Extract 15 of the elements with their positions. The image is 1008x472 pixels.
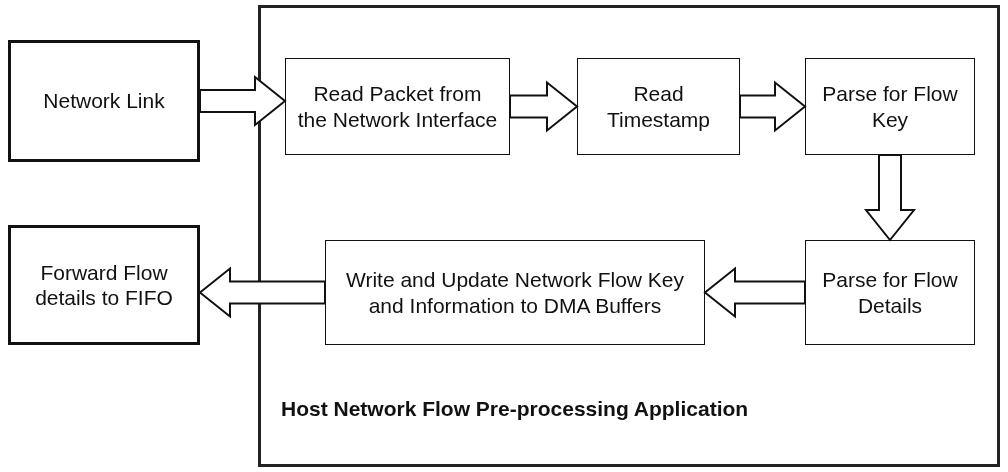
process-box: Read Packet from the Network Interface: [285, 58, 510, 155]
process-box: Parse for Flow Key: [805, 58, 975, 155]
block-arrow: [509, 80, 579, 133]
process-box: Network Link: [8, 40, 200, 162]
application-container: [258, 5, 1000, 467]
container-heading: Host Network Flow Pre-processing Application: [281, 396, 749, 422]
block-arrow: [199, 74, 287, 128]
block-arrow: [863, 154, 917, 242]
process-box: Forward Flow details to FIFO: [8, 225, 200, 345]
block-arrow: [703, 266, 806, 319]
process-box: Read Timestamp: [577, 58, 740, 155]
block-arrow: [198, 266, 326, 319]
process-box: Write and Update Network Flow Key and Information to DMA Buffers: [325, 240, 705, 345]
block-arrow: [739, 80, 807, 133]
process-box: Parse for Flow Details: [805, 240, 975, 345]
